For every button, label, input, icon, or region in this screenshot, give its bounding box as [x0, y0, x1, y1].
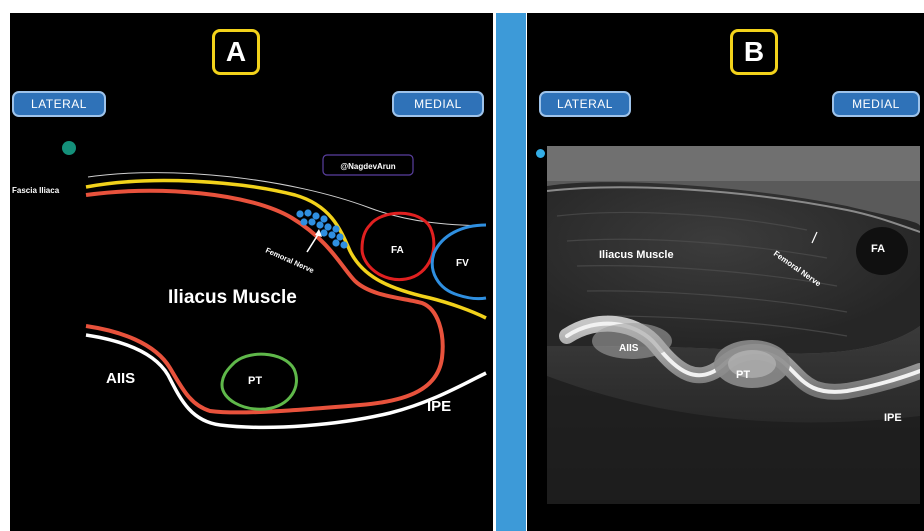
panel-a-schematic: A LATERAL MEDIAL @NagdevArun FA FV Fem	[10, 13, 493, 531]
panel-divider	[496, 13, 526, 531]
bone-cortex-line	[86, 335, 486, 427]
pt-label-b: PT	[736, 369, 750, 381]
fv-label-a: FV	[456, 258, 469, 269]
ultrasound-texture	[547, 146, 920, 504]
iliacus-muscle-label-b: Iliacus Muscle	[599, 249, 674, 261]
panel-b-letter: B	[730, 29, 778, 75]
panel-b-ultrasound: B LATERAL MEDIAL	[527, 13, 924, 531]
aiis-label-b: AIIS	[619, 343, 638, 354]
aiis-label-a: AIIS	[106, 370, 135, 387]
lateral-label-b: LATERAL	[539, 91, 631, 117]
iliacus-muscle-label-a: Iliacus Muscle	[168, 287, 297, 308]
fa-label-a: FA	[391, 245, 404, 256]
ipe-label-a: IPE	[427, 398, 451, 415]
schematic-drawing: @NagdevArun FA FV Femoral Nerve Fascia I…	[10, 13, 493, 531]
medial-label-b: MEDIAL	[832, 91, 920, 117]
orientation-marker-b	[536, 149, 545, 158]
ipe-label-b: IPE	[884, 412, 902, 424]
femoral-nerve-arrow	[307, 233, 319, 252]
pt-label-a: PT	[248, 375, 262, 387]
fascia-iliaca-label: Fascia Iliaca	[12, 186, 60, 195]
fa-label-b: FA	[871, 243, 885, 255]
watermark-text: @NagdevArun	[340, 162, 395, 171]
ultrasound-image: Iliacus Muscle Femoral Nerve FA AIIS PT …	[547, 146, 920, 504]
